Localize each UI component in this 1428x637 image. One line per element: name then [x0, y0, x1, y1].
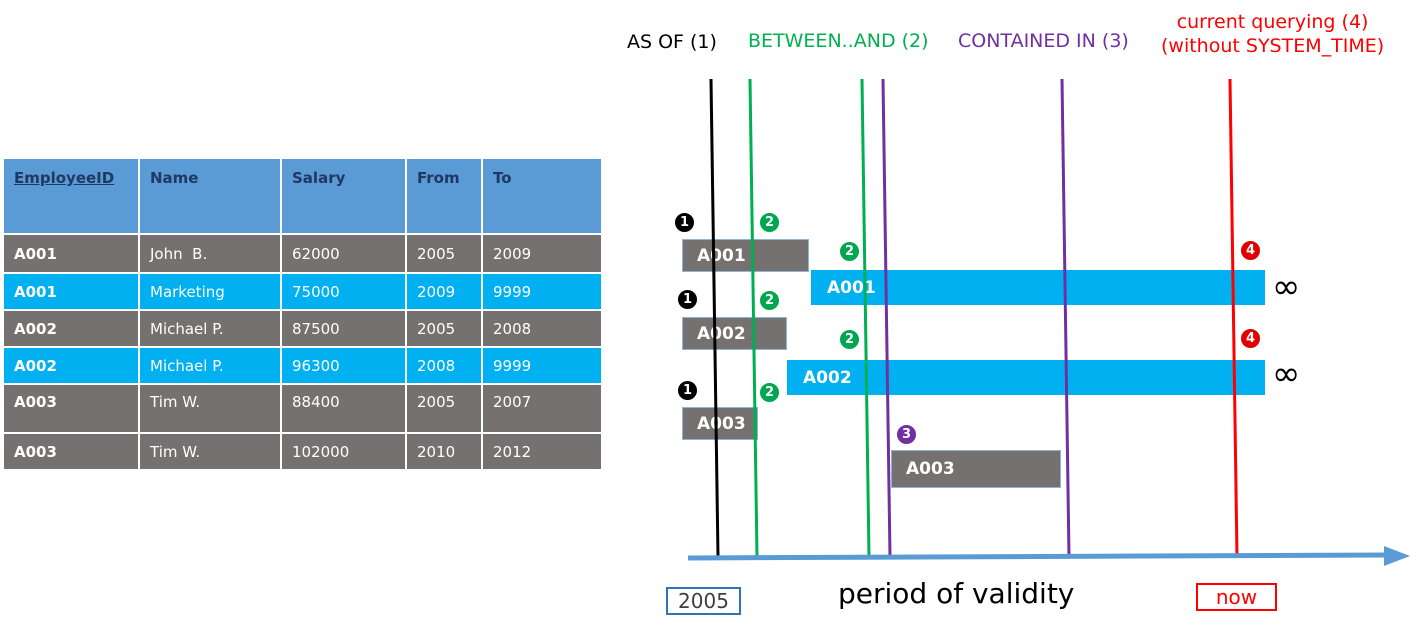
badge-current: 4 [1240, 240, 1261, 261]
cell-salary: 75000 [280, 272, 407, 311]
column-header-name: Name [138, 157, 282, 235]
cell-salary: 102000 [280, 432, 407, 471]
as-of-line [709, 78, 720, 558]
cell-to: 9999 [481, 272, 603, 311]
between-end-line [860, 78, 871, 558]
badge-contained: 3 [896, 424, 917, 445]
table-row: A001 John B. 62000 2005 2009 [2, 233, 603, 274]
bar-a003-old: A003 [682, 407, 758, 440]
cell-from: 2005 [405, 383, 483, 434]
cell-employeeid: A001 [2, 272, 140, 311]
cell-from: 2009 [405, 272, 483, 311]
axis-title: period of validity [838, 577, 1075, 610]
cell-name: Michael P. [138, 346, 282, 385]
column-header-employeeid: EmployeeID [2, 157, 140, 235]
time-axis-line [687, 552, 1389, 561]
cell-to: 9999 [481, 346, 603, 385]
cell-name: Tim W. [138, 432, 282, 471]
infinity-symbol: ∞ [1272, 267, 1301, 307]
table-row: A002 Michael P. 96300 2008 9999 [2, 346, 603, 385]
table-row: A003 Tim W. 88400 2005 2007 [2, 383, 603, 434]
cell-from: 2005 [405, 309, 483, 348]
badge-as-of: 1 [677, 289, 698, 310]
cell-employeeid: A003 [2, 432, 140, 471]
badge-as-of: 1 [674, 212, 695, 233]
cell-name: John B. [138, 233, 282, 274]
cell-salary: 88400 [280, 383, 407, 434]
axis-end-label: now [1196, 583, 1277, 611]
column-header-to: To [481, 157, 603, 235]
table-header-row: EmployeeID Name Salary From To [2, 157, 603, 235]
cell-name: Michael P. [138, 309, 282, 348]
badge-between: 2 [759, 290, 780, 311]
cell-salary: 96300 [280, 346, 407, 385]
table-row: A001 Marketing 75000 2009 9999 [2, 272, 603, 311]
current-querying-line1: current querying (4) [1176, 11, 1369, 33]
employee-history-table: EmployeeID Name Salary From To A001 John… [2, 157, 603, 471]
as-of-label: AS OF (1) [627, 31, 717, 53]
column-header-salary: Salary [280, 157, 407, 235]
cell-name: Tim W. [138, 383, 282, 434]
bar-a003-new: A003 [891, 450, 1061, 488]
table-row: A002 Michael P. 87500 2005 2008 [2, 309, 603, 348]
time-axis-arrowhead [1384, 546, 1410, 566]
contained-start-line [881, 78, 892, 558]
badge-between: 2 [759, 212, 780, 233]
badge-between: 2 [839, 241, 860, 262]
bar-a002-old: A002 [682, 317, 787, 350]
cell-to: 2008 [481, 309, 603, 348]
cell-to: 2012 [481, 432, 603, 471]
badge-current: 4 [1240, 328, 1261, 349]
cell-to: 2007 [481, 383, 603, 434]
table-row: A003 Tim W. 102000 2010 2012 [2, 432, 603, 471]
badge-between: 2 [839, 329, 860, 350]
infinity-symbol: ∞ [1272, 354, 1301, 394]
cell-from: 2005 [405, 233, 483, 274]
cell-employeeid: A002 [2, 346, 140, 385]
between-and-label: BETWEEN..AND (2) [748, 30, 929, 52]
contained-in-label: CONTAINED IN (3) [958, 30, 1129, 52]
cell-name: Marketing [138, 272, 282, 311]
between-start-line [748, 78, 759, 558]
badge-between: 2 [759, 382, 780, 403]
badge-as-of: 1 [677, 380, 698, 401]
cell-from: 2010 [405, 432, 483, 471]
cell-salary: 87500 [280, 309, 407, 348]
cell-employeeid: A002 [2, 309, 140, 348]
current-querying-label: current querying (4) (without SYSTEM_TIM… [1161, 10, 1384, 58]
bar-a001-old: A001 [682, 239, 809, 272]
axis-start-label: 2005 [666, 587, 741, 615]
current-line [1228, 78, 1239, 558]
cell-to: 2009 [481, 233, 603, 274]
cell-salary: 62000 [280, 233, 407, 274]
cell-employeeid: A003 [2, 383, 140, 434]
cell-from: 2008 [405, 346, 483, 385]
current-querying-line2: (without SYSTEM_TIME) [1161, 35, 1385, 57]
contained-end-line [1060, 78, 1071, 558]
column-header-from: From [405, 157, 483, 235]
cell-employeeid: A001 [2, 233, 140, 274]
